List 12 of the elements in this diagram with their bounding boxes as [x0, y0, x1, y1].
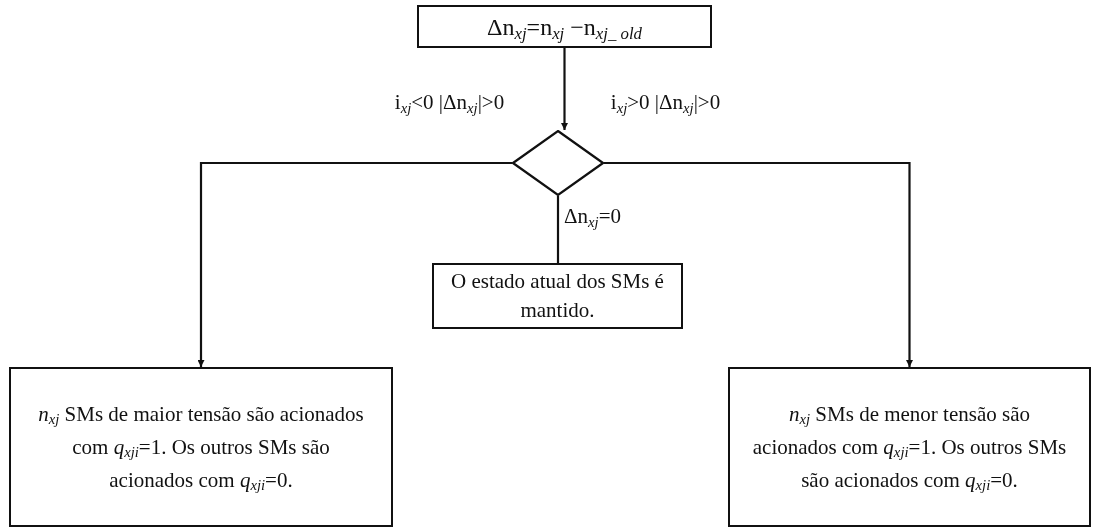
process-box	[9, 367, 393, 527]
box-text: O estado atual dos SMs é mantido.	[450, 268, 665, 324]
decision-diamond	[512, 130, 604, 196]
box-text: n$_{xj}$ SMs de maior tensão são acionados com q$_{xji}$=1. Os outros SMs são acionados com q$_{xji}$=0.	[37, 400, 365, 496]
arrow	[604, 161, 913, 367]
arrow	[197, 161, 512, 367]
box-text: Δn$_{xj}$=n$_{xj}$ −n$_{xj_ old}$	[487, 12, 642, 45]
box-text: n$_{xj}$ SMs de menor tensão são acionados com q$_{xji}$=1. Os outros SMs são acionados com q$_{xji}$=0.	[751, 400, 1068, 496]
process-box	[432, 263, 683, 329]
process-box	[728, 367, 1091, 527]
arrow	[561, 48, 568, 130]
process-box	[417, 5, 712, 48]
